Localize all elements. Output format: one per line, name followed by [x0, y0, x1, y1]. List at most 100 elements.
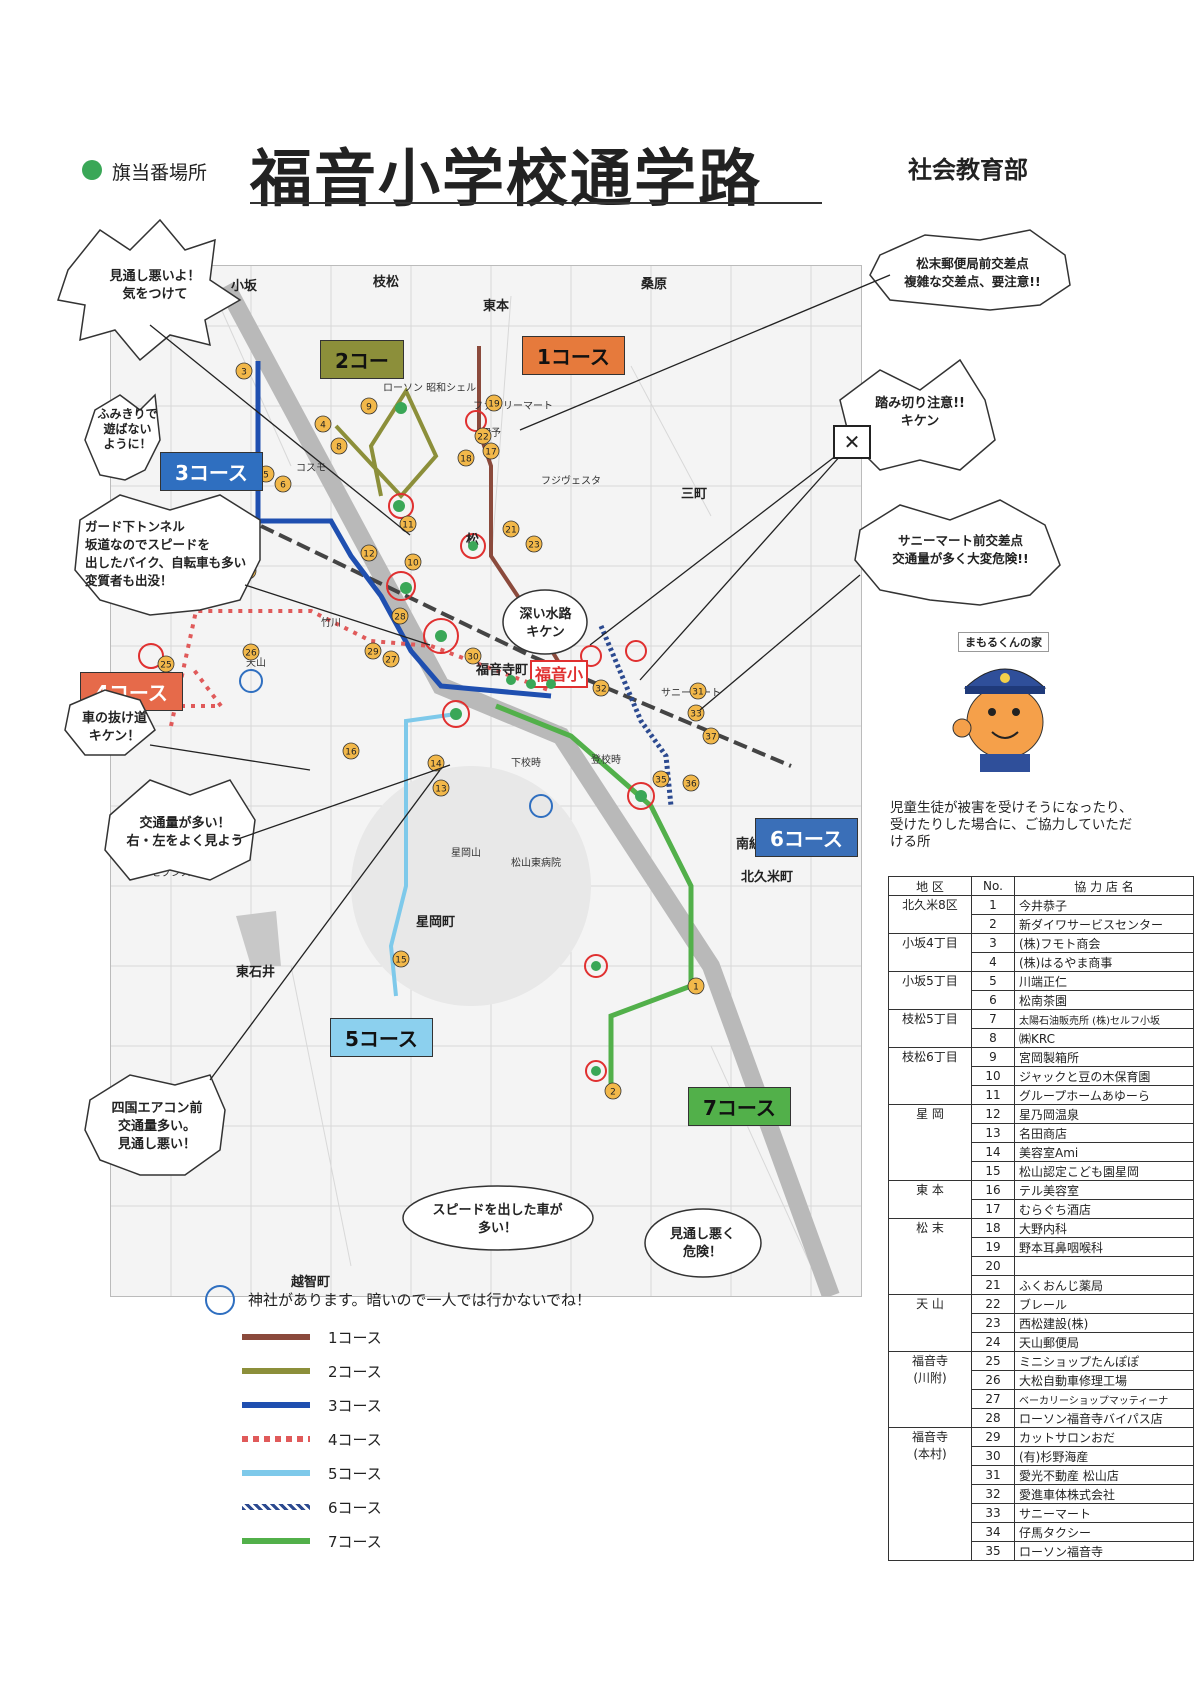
flag-station-dot — [82, 160, 102, 180]
legend-line-swatch — [242, 1470, 310, 1476]
shop-number: 17 — [971, 1199, 1015, 1219]
shop-number: 35 — [971, 1541, 1015, 1561]
place-kitakumecho: 北久米町 — [741, 869, 793, 885]
mascot-note: 児童生徒が被害を受けそうになったり、受けたりした場合に、ご協力していただける所 — [890, 800, 1133, 850]
shop-number: 3 — [971, 933, 1015, 953]
legend-course-row: 5コース — [242, 1456, 382, 1490]
shop-stop-number: 32 — [595, 685, 606, 695]
poi-fujivesta: フジヴェスタ — [541, 474, 601, 487]
caution-heavy-traffic: 交通量が多い！ 右・左をよく見よう — [126, 816, 244, 849]
shop-stop-number: 16 — [345, 748, 357, 758]
shop-row: 30(有)杉野海産 — [889, 1446, 1194, 1466]
shop-number: 18 — [971, 1218, 1015, 1238]
shop-number: 25 — [971, 1351, 1015, 1371]
shop-area: 枝松6丁目 — [888, 1047, 972, 1105]
shop-stop-number: 9 — [366, 403, 372, 413]
shop-area: 北久米8区 — [888, 895, 972, 934]
shop-stop-marker — [474, 427, 492, 445]
legend-line-swatch — [242, 1538, 310, 1544]
legend-line-swatch — [242, 1368, 310, 1374]
place-kuwabara: 桑原 — [640, 276, 667, 292]
shop-stop-number: 27 — [385, 656, 396, 666]
shop-name: ローソン福音寺バイパス店 — [1014, 1408, 1194, 1428]
shop-name: 宮岡製箱所 — [1014, 1047, 1194, 1067]
shop-stop-number: 18 — [460, 455, 472, 465]
shop-name: 野本耳鼻咽喉科 — [1014, 1237, 1194, 1257]
shop-number: 34 — [971, 1522, 1015, 1542]
shop-stop-marker — [404, 553, 422, 571]
shop-stop-number: 11 — [402, 521, 413, 531]
shop-name: 星乃岡温泉 — [1014, 1104, 1194, 1124]
shop-stop-number: 28 — [394, 613, 406, 623]
shop-number: 16 — [971, 1180, 1015, 1200]
route-map[interactable]: 福音小 小坂 枝松 東本 桑原 三町 福音寺町 星岡町 越智町 北久米町 東石井… — [110, 265, 862, 1297]
shop-stop-number: 12 — [363, 550, 374, 560]
caution-sunnymart: サニーマート前交差点 交通量が多く大変危険!! — [892, 533, 1029, 566]
caution-deep-channel: 深い水路 キケン — [519, 607, 572, 640]
shop-stop-marker — [482, 442, 500, 460]
legend-course-label: 4コース — [328, 1430, 382, 1449]
col-no: No. — [971, 876, 1015, 896]
shop-stop-marker — [342, 742, 360, 760]
place-higashimoto: 東本 — [483, 298, 509, 314]
caution-speeding: スピードを出した車が 多い！ — [432, 1203, 563, 1236]
shop-number: 5 — [971, 971, 1015, 991]
shop-stop-marker — [464, 647, 482, 665]
place-mimachi: 三町 — [681, 487, 707, 502]
shop-name: 天山郵便局 — [1014, 1332, 1194, 1352]
shop-row: 20 — [889, 1256, 1194, 1276]
course2-label: 2コー — [320, 340, 404, 379]
school-label: 福音小 — [534, 665, 583, 684]
legend-line-swatch — [242, 1334, 310, 1340]
shop-area: 小坂4丁目 — [888, 933, 972, 972]
route33-label: 33 — [133, 850, 150, 864]
shop-number: 14 — [971, 1142, 1015, 1162]
shop-name: カットサロンおだ — [1014, 1427, 1194, 1447]
shop-number: 26 — [971, 1370, 1015, 1390]
shop-number: 6 — [971, 990, 1015, 1010]
shop-stop-number: 23 — [528, 541, 539, 551]
shop-number: 7 — [971, 1009, 1015, 1029]
shop-name: ベーカリーショップマッティーナ — [1014, 1389, 1194, 1409]
poi-familymart: ファミリーマート — [473, 401, 553, 412]
shop-stop-marker — [682, 774, 700, 792]
shop-stop-marker — [687, 977, 705, 995]
page-title: 福音小学校通学路 — [250, 142, 763, 215]
caution-post-office: 松末郵便局前交差点 複雑な交差点、要注意!! — [904, 256, 1041, 289]
shop-name: 松山認定こども園星岡 — [1014, 1161, 1194, 1181]
shop-area: 東 本 — [888, 1180, 972, 1219]
shop-number: 22 — [971, 1294, 1015, 1314]
shop-name: 美容室Ami — [1014, 1142, 1194, 1162]
shrine-legend-icon — [205, 1285, 235, 1315]
legend-course-label: 1コース — [328, 1328, 382, 1347]
col-shop-name: 協 力 店 名 — [1014, 876, 1194, 896]
shop-name: サニーマート — [1014, 1503, 1194, 1523]
shop-area: 福音寺 (川附) — [888, 1351, 972, 1428]
department-label: 社会教育部 — [908, 156, 1028, 184]
shop-number: 31 — [971, 1465, 1015, 1485]
shop-area: 小坂5丁目 — [888, 971, 972, 1010]
poi-sevenstar: セブンスター — [151, 866, 211, 879]
shop-name: 西松建設(株) — [1014, 1313, 1194, 1333]
legend-course-row: 1コース — [242, 1320, 382, 1354]
shop-stop-number: 15 — [395, 956, 406, 966]
shop-row: 4(株)はるやま商事 — [889, 952, 1194, 972]
course7-label: 7コース — [688, 1087, 791, 1126]
shop-stop-number: 30 — [467, 653, 479, 663]
shop-number: 12 — [971, 1104, 1015, 1124]
poi-hoshiokayama: 星岡山 — [451, 847, 481, 859]
shop-stop-number: 35 — [655, 776, 666, 786]
shop-name: 今井恭子 — [1014, 895, 1194, 915]
shop-name: ミニショップたんぽぽ — [1014, 1351, 1194, 1371]
place-ochimachi: 越智町 — [290, 1274, 330, 1290]
